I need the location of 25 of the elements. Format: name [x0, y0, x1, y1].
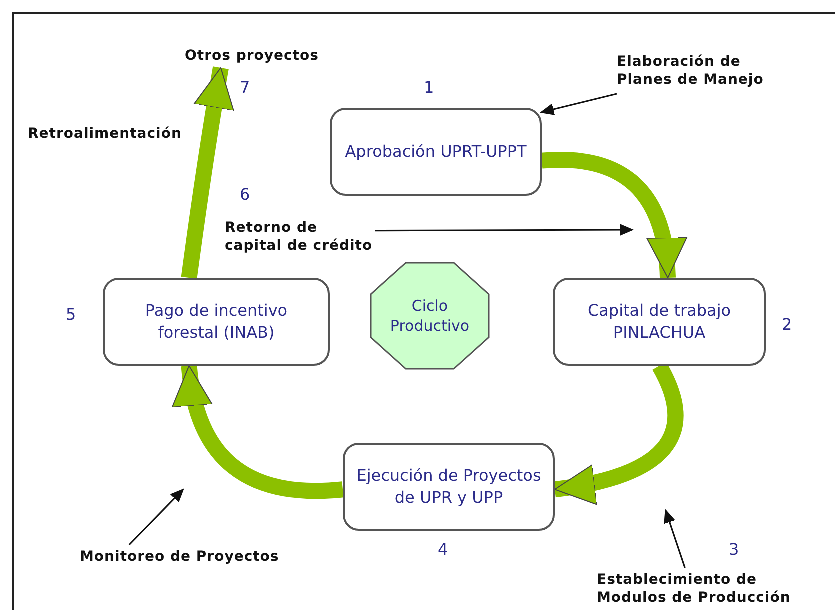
step-number: 2	[782, 315, 792, 334]
arrow	[664, 509, 686, 568]
arrow	[128, 488, 184, 546]
annotation-text: Establecimiento de Modulos de Producción	[597, 568, 802, 610]
arrow	[375, 224, 634, 236]
annotation-text: Retorno de capital de crédito	[225, 206, 375, 268]
step-number: 5	[66, 305, 76, 324]
arrow	[540, 93, 618, 116]
box-label: Capital de trabajo PINLACHUA	[586, 300, 732, 344]
curved-arrow	[174, 365, 344, 500]
step-number: 1	[424, 78, 434, 97]
step-number: 6	[240, 185, 250, 204]
box-label: Pago de incentivo forestal (INAB)	[144, 300, 289, 344]
annotation-text: Retroalimentación	[28, 122, 228, 146]
box-label: Aprobación UPRT-UPPT	[345, 141, 527, 163]
box-label: Ciclo Productivo	[389, 296, 471, 336]
step-number: 7	[240, 78, 250, 97]
curved-arrow	[181, 66, 234, 280]
curved-arrow	[542, 152, 686, 279]
step-number: 4	[438, 540, 448, 559]
annotation-text: Otros proyectos	[185, 44, 365, 68]
annotation-text: Elaboración de Planes de Manejo	[617, 48, 797, 94]
annotation-text: Monitoreo de Proyectos	[80, 545, 340, 569]
step-number: 3	[729, 540, 740, 559]
box-label: Ejecución de Proyectos de UPR y UPP	[356, 465, 542, 509]
